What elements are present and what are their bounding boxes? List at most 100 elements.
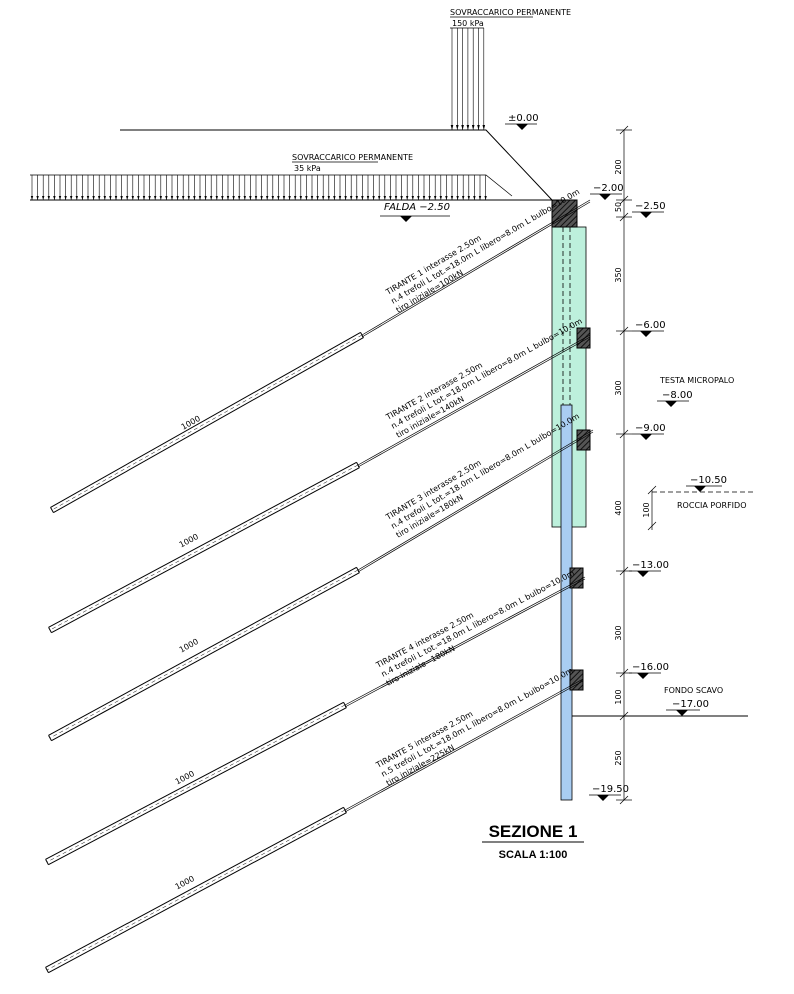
left-load-arrowhead bbox=[131, 196, 134, 200]
tieback-bulb-axis bbox=[46, 809, 346, 971]
left-load-arrowhead bbox=[109, 196, 112, 200]
left-load-arrowhead bbox=[187, 196, 190, 200]
left-load-arrowhead bbox=[126, 196, 129, 200]
level-label-3: −6.00 bbox=[635, 320, 666, 331]
level-label-0: ±0.00 bbox=[508, 113, 539, 124]
left-load-arrowhead bbox=[92, 196, 95, 200]
excavation-bottom-marker: −17.00 bbox=[666, 699, 709, 716]
rock-level-label: −10.50 bbox=[690, 475, 727, 486]
left-load-arrowhead bbox=[434, 196, 437, 200]
left-load-arrowhead bbox=[98, 196, 101, 200]
left-load-arrowhead bbox=[327, 196, 330, 200]
rock-level-triangle bbox=[694, 486, 706, 492]
level-marker-2: −2.50 bbox=[632, 201, 666, 218]
left-load-arrowhead bbox=[81, 196, 84, 200]
left-load-arrowhead bbox=[439, 196, 442, 200]
top-load-arrowhead bbox=[477, 125, 480, 130]
left-load-arrowhead bbox=[204, 196, 207, 200]
tieback-free-length bbox=[344, 680, 584, 813]
level-label-6: −16.00 bbox=[632, 662, 669, 673]
tieback-bulb-cap bbox=[48, 735, 52, 741]
left-load-arrowhead bbox=[417, 196, 420, 200]
level-label-2: −2.50 bbox=[635, 201, 666, 212]
tieback-bulb-edge bbox=[53, 337, 364, 514]
rock-dimension: 100 bbox=[642, 485, 657, 531]
left-load-arrowhead bbox=[372, 196, 375, 200]
level-marker-5: −13.00 bbox=[629, 560, 669, 577]
left-load-arrowhead bbox=[53, 196, 56, 200]
left-load-arrowhead bbox=[428, 196, 431, 200]
rock-level-marker: −10.50 bbox=[652, 475, 756, 493]
left-load-arrowhead bbox=[215, 196, 218, 200]
tieback-bulb-length: 1000 bbox=[174, 769, 196, 786]
level-marker-7: −19.50 bbox=[589, 784, 629, 801]
tieback-bulb-cap bbox=[360, 332, 364, 338]
tieback-bulb-edge bbox=[48, 461, 357, 628]
tieback-bulb-edge bbox=[48, 566, 357, 736]
excavation-bottom-triangle bbox=[676, 710, 688, 716]
tieback-free-length bbox=[344, 576, 586, 706]
left-load-arrowhead bbox=[350, 196, 353, 200]
rock-dim-tick-top bbox=[647, 485, 657, 495]
tieback-bulb-edge bbox=[45, 701, 344, 860]
tieback-bulb-edge bbox=[48, 707, 347, 866]
tieback-free-length bbox=[361, 199, 591, 336]
level-triangle-7 bbox=[597, 795, 609, 801]
tieback-bulb-edge bbox=[50, 331, 361, 508]
left-load-arrowhead bbox=[282, 196, 286, 200]
top-load-arrowhead bbox=[471, 125, 475, 130]
tieback-free-length bbox=[357, 336, 591, 468]
micropile bbox=[560, 404, 573, 801]
dim-text-3: 300 bbox=[614, 380, 623, 395]
tieback-free-length bbox=[344, 578, 586, 708]
left-load-arrowhead bbox=[450, 196, 454, 200]
left-load-arrowhead bbox=[165, 196, 168, 200]
left-surcharge: SOVRACCARICO PERMANENTE 35 kPa bbox=[30, 153, 513, 200]
level-label-7: −19.50 bbox=[592, 784, 629, 795]
tieback-bulb-cap bbox=[48, 627, 52, 633]
level-triangle-5 bbox=[637, 571, 649, 577]
left-load-arrowhead bbox=[445, 196, 448, 200]
tieback-bulb-length: 1000 bbox=[178, 532, 200, 550]
left-load-arrowhead bbox=[389, 196, 392, 200]
level-triangle-1 bbox=[599, 194, 611, 200]
tieback-bulb-edge bbox=[51, 467, 360, 634]
tieback-bulb-edge bbox=[48, 812, 347, 974]
micropile-head-label: TESTA MICROPALO bbox=[659, 376, 734, 385]
left-load-arrowhead bbox=[456, 196, 459, 200]
left-load-arrowhead bbox=[58, 196, 62, 200]
tieback-bulb-axis bbox=[51, 334, 363, 511]
anchor-head-1 bbox=[576, 327, 591, 349]
tieback-bulb-cap bbox=[356, 462, 360, 468]
dim-text-0: 200 bbox=[614, 159, 623, 174]
anchor-head-2 bbox=[576, 429, 591, 451]
left-load-arrowhead bbox=[473, 196, 476, 200]
tieback-bulb-length: 1000 bbox=[180, 414, 202, 432]
left-load-arrowhead bbox=[120, 196, 123, 200]
left-load-arrowhead bbox=[103, 196, 106, 200]
left-surcharge-arrows bbox=[30, 175, 487, 200]
left-load-arrowhead bbox=[316, 196, 319, 200]
dimension-ticks bbox=[616, 125, 632, 805]
top-load-arrowhead bbox=[466, 125, 470, 130]
left-load-arrowhead bbox=[294, 196, 297, 200]
left-load-arrowhead bbox=[42, 196, 45, 200]
left-load-arrowhead bbox=[288, 196, 291, 200]
left-load-arrowhead bbox=[305, 196, 308, 200]
tieback-bulb-cap bbox=[343, 807, 347, 813]
water-table-triangle bbox=[400, 216, 412, 222]
left-load-arrowhead bbox=[378, 196, 381, 200]
left-load-arrowhead bbox=[422, 196, 426, 200]
left-load-arrowhead bbox=[75, 196, 78, 200]
dim-text-1: 50 bbox=[614, 202, 623, 212]
level-marker-6: −16.00 bbox=[629, 662, 669, 679]
tieback-label-line: n.4 trefoli L tot.=18.0m L libero=8.0m L… bbox=[380, 568, 576, 678]
tieback-free-length bbox=[357, 431, 594, 573]
left-load-arrowhead bbox=[137, 196, 140, 200]
left-load-arrowhead bbox=[221, 196, 224, 200]
left-load-arrowhead bbox=[47, 196, 50, 200]
left-load-arrowhead bbox=[198, 196, 202, 200]
